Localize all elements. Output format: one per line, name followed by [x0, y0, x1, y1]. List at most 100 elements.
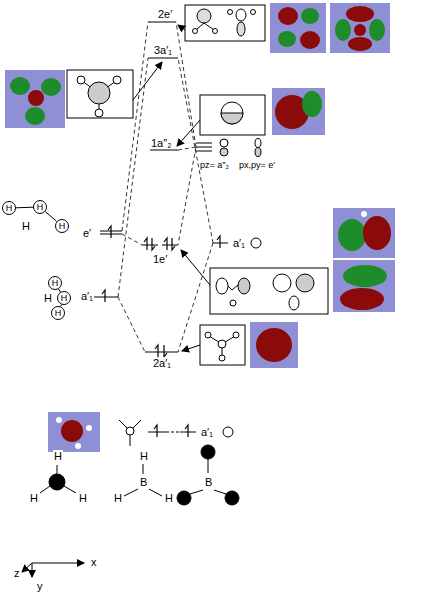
hydrogen-circle: H [51, 306, 65, 320]
orbital-render [354, 24, 366, 36]
energy-level-label: 1a″₂ [150, 137, 172, 149]
atom-label: H [6, 204, 13, 213]
electron-arrow [217, 236, 220, 248]
correlation-line [122, 22, 148, 231]
pointer-arrow [182, 345, 200, 351]
hydrogen-circle: H [2, 201, 16, 215]
correlation-line [178, 147, 196, 245]
bh3-structure [49, 474, 65, 490]
orbital-sketch [251, 10, 256, 15]
pointer-arrow [177, 120, 200, 146]
electron-arrow [152, 238, 155, 250]
electron-arrow [102, 290, 105, 302]
atom-label: H [21, 220, 31, 232]
atom-label: H [37, 203, 44, 212]
orbital-render [5, 70, 65, 128]
hydrogen-circle: H [55, 219, 69, 233]
orbital-sketch [218, 340, 226, 348]
orbital-sketch [213, 29, 218, 34]
orbital-render [369, 19, 385, 41]
orbital-sketch [236, 9, 246, 21]
orbital-render [61, 420, 83, 442]
p-orbital-sketch [255, 148, 261, 157]
bond-line [16, 207, 33, 209]
orbital-render [48, 412, 100, 452]
electron-arrow [164, 345, 167, 357]
geometry-sketch [130, 435, 131, 446]
geometry-sketch [133, 420, 141, 428]
atom-label: H [139, 450, 149, 462]
energy-level-label: a′₁ [232, 237, 246, 249]
hydrogen-circle: H [57, 291, 71, 305]
orbital-sketch [95, 109, 103, 117]
orbital-render [278, 31, 296, 47]
orbital-sketch [197, 9, 211, 23]
electron-arrow [108, 226, 111, 238]
orbital-render [41, 78, 61, 96]
energy-level [162, 245, 178, 246]
geometry-sketch [119, 420, 127, 428]
energy-level [251, 238, 261, 248]
energy-level [196, 143, 212, 144]
electron-arrow [144, 238, 147, 250]
atom-label: B [139, 476, 148, 488]
energy-level-label: 2a′₁ [152, 357, 172, 369]
bh3-structure [149, 489, 162, 496]
orbital-render [75, 443, 81, 449]
bh3-structure [40, 486, 50, 493]
bh3-structure [64, 486, 76, 493]
electron-arrow [155, 345, 158, 357]
bond-line [45, 212, 56, 222]
energy-level-label: a′₁ [80, 290, 94, 302]
correlation-line [118, 58, 148, 297]
energy-level [145, 352, 178, 353]
energy-level [196, 151, 212, 152]
bh3-structure [201, 445, 215, 459]
orbital-render [256, 328, 292, 362]
energy-level [150, 150, 178, 151]
orbital-sketch [233, 332, 239, 338]
axis-label: z [13, 567, 21, 579]
orbital-sketch [210, 268, 328, 314]
geometry-sketch [119, 420, 141, 446]
orbital-render [330, 3, 390, 53]
orbital-sketch [67, 5, 328, 365]
atom-label: H [55, 309, 62, 318]
orbital-sketch [88, 82, 110, 104]
orbital-render [25, 107, 45, 125]
bh3-structure [225, 491, 239, 505]
correlation-line [118, 297, 145, 352]
orbital-sketch [237, 22, 245, 36]
energy-level [223, 427, 233, 437]
orbital-render [28, 90, 44, 106]
bh3-structure [208, 459, 209, 473]
atom-label: H [43, 292, 53, 304]
orbital-render [338, 219, 366, 251]
p-orbital-sketch [255, 139, 261, 148]
energy-level [166, 432, 180, 433]
orbital-render [302, 91, 322, 117]
energy-level-label: pz= a″₂ [199, 160, 230, 170]
energy-level-label: 1e′ [152, 253, 168, 265]
pointer-arrow [133, 25, 210, 351]
orbital-render [363, 216, 391, 250]
orbital-render [361, 211, 367, 217]
orbital-sketch [238, 278, 250, 294]
orbital-render [301, 8, 319, 24]
orbital-sketch [296, 274, 314, 292]
orbital-render [5, 3, 395, 452]
energy-level-label: a′₁ [200, 426, 214, 438]
geometry-sketch [126, 427, 134, 435]
electron-arrow [164, 238, 167, 250]
bh3-structure [57, 465, 58, 474]
orbital-sketch [67, 70, 133, 118]
axis-arrow [22, 563, 84, 577]
orbital-render [300, 31, 320, 49]
axis-arrow [32, 563, 33, 577]
orbital-render [250, 322, 298, 368]
orbital-sketch [230, 300, 236, 306]
orbital-sketch [221, 102, 243, 124]
energy-level-label: 2e′ [157, 8, 173, 20]
correlation-line [178, 147, 196, 150]
